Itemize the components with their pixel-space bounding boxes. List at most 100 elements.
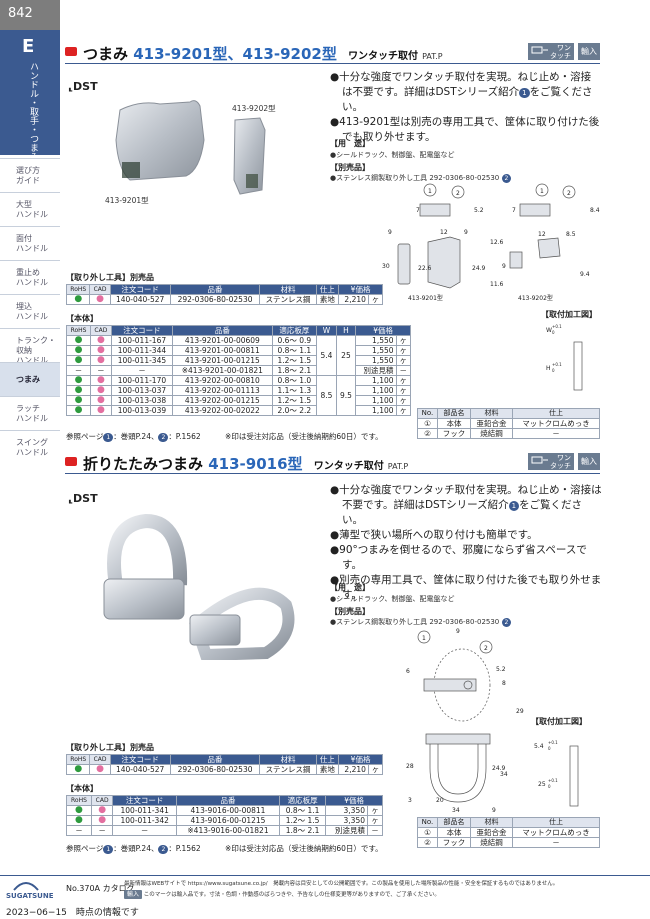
cell: 100-011-345 xyxy=(110,355,174,366)
cad-dot-icon[interactable]: ● xyxy=(90,375,112,386)
sidebar-item-1[interactable]: 大型 ハンドル xyxy=(0,192,60,226)
cad-dot-icon[interactable]: － xyxy=(90,825,114,836)
dim-label: 0 xyxy=(548,784,551,789)
rohs-dot-icon: ● xyxy=(65,385,92,396)
table-header: No. 部品名 材料 仕上 xyxy=(417,817,601,828)
cad-dot-icon[interactable]: ● xyxy=(90,385,112,396)
dim-label: 6 xyxy=(406,668,410,675)
cell: 413-9202-00-00810 xyxy=(172,375,273,386)
cell: ヶ xyxy=(395,395,412,406)
bullet-text: ●413-9201型は別売の専用工具で、筐体に取り付けた後でも取り外せます。 xyxy=(330,116,600,143)
dim-label: 29 xyxy=(516,708,524,715)
product2-pat: PAT.P xyxy=(387,462,409,471)
col-part-no: 品番 xyxy=(176,795,280,806)
cell: 413-9016-00-01215 xyxy=(176,815,280,826)
col-rohs: RoHS xyxy=(66,795,92,806)
dim-label: H xyxy=(546,365,551,372)
cell: 140-040-527 xyxy=(109,294,171,305)
cad-dot-icon[interactable]: ● xyxy=(89,764,111,775)
cad-dot-icon[interactable]: ● xyxy=(90,815,114,826)
sidebar-item-6[interactable]: つまみ xyxy=(0,362,60,396)
cell: ヶ xyxy=(367,805,383,816)
one-touch-badge-label: ワン タッチ xyxy=(550,44,571,60)
cell: ① xyxy=(417,418,438,429)
cad-dot-icon[interactable]: － xyxy=(90,365,112,376)
sidebar-item-5[interactable]: トランク・ 収納 ハンドル xyxy=(0,328,60,365)
cad-dot-icon[interactable]: ● xyxy=(90,335,112,346)
ref-pill[interactable]: 1 xyxy=(103,433,114,442)
ref-pill: 2 xyxy=(501,618,512,627)
cell: ヶ xyxy=(367,764,384,775)
product1-sep-text: ●ステンレス鋼製取り外し工具 292-0306-80-02530 2 xyxy=(330,173,512,183)
ref-pill[interactable]: 2 xyxy=(158,433,169,442)
sidebar-item-8[interactable]: スイング ハンドル xyxy=(0,430,60,464)
cad-dot-icon[interactable]: ● xyxy=(90,405,112,416)
ref-pill[interactable]: 2 xyxy=(158,845,169,854)
cad-dot-icon[interactable]: ● xyxy=(90,805,114,816)
cell: フック xyxy=(436,428,471,439)
dim-label: 9 xyxy=(456,628,460,635)
cell: － xyxy=(367,825,383,836)
cell: ヶ xyxy=(395,375,412,386)
dim-label: 5.4 xyxy=(534,743,544,750)
cad-dot-icon[interactable]: ● xyxy=(90,345,112,356)
cell: 1.1～ 1.3 xyxy=(271,385,318,396)
dim-label: 2 xyxy=(456,190,460,197)
caption-9201: 413-9201型 xyxy=(105,196,149,205)
dim-label: 24.9 xyxy=(492,765,506,772)
bullet-text: をご覧ください。 xyxy=(342,86,593,113)
cell: 0.8～ 1.1 xyxy=(278,805,327,816)
product2-cutout-drawing: 5.4 +0.1 0 25 +0.1 0 xyxy=(534,740,579,807)
product2-photo xyxy=(103,513,295,660)
cell: フック xyxy=(436,837,471,848)
footer-note2-text: このマークは輸入品です。寸法・色調・作動感のばらつきや、予告なしの仕様変更等があ… xyxy=(143,892,440,898)
cell-w: 5.4 xyxy=(316,335,337,376)
rohs-dot-icon: － xyxy=(65,365,92,376)
cell: 413-9202-00-01113 xyxy=(172,385,273,396)
sidebar-item-7[interactable]: ラッチ ハンドル xyxy=(0,396,60,430)
col-rohs: RoHS xyxy=(65,754,91,765)
cell: ① xyxy=(417,827,438,838)
rohs-dot-icon: ● xyxy=(65,375,92,386)
one-touch-icon xyxy=(531,456,548,464)
product2-body-label: 【本体】 xyxy=(66,784,98,793)
sep-text: ●ステンレス鋼製取り外し工具 292-0306-80-02530 xyxy=(330,618,500,626)
ref-pill[interactable]: 1 xyxy=(103,845,114,854)
sidebar-item-4[interactable]: 埋込 ハンドル xyxy=(0,294,60,328)
dim-label: 11.6 xyxy=(490,281,504,288)
dim-label: 5.2 xyxy=(496,666,506,673)
dim-label: 12.6 xyxy=(490,239,504,246)
cell: 292-0306-80-02530 xyxy=(169,294,261,305)
rohs-dot-icon: ● xyxy=(65,335,92,346)
sidebar-item-0[interactable]: 選び方 ガイド xyxy=(0,158,60,192)
footer-note2: 輸入 このマークは輸入品です。寸法・色調・作動感のばらつきや、予告なしの仕様変更… xyxy=(124,890,440,900)
ref-pill: 1 xyxy=(519,88,530,98)
product2-dst-label: DST xyxy=(73,492,98,505)
cell: マットクロムめっき xyxy=(511,827,601,838)
cell: 413-9201-00-00811 xyxy=(172,345,273,356)
cell: 413-9202-00-01215 xyxy=(172,395,273,406)
cell: 3,350 xyxy=(325,815,369,826)
sidebar-item-3[interactable]: 重止め ハンドル xyxy=(0,260,60,294)
col-price: ¥価格 xyxy=(338,284,383,295)
bullet-text: ●十分な強度でワンタッチ取付を実現。ねじ止め・溶接は不要です。詳細はDSTシリー… xyxy=(330,484,602,511)
cell: － xyxy=(511,837,601,848)
dim-label: 1 xyxy=(540,188,544,195)
footer-divider xyxy=(0,875,650,876)
cell: 焼結鋼 xyxy=(469,428,513,439)
sidebar-item-2[interactable]: 面付 ハンドル xyxy=(0,226,60,260)
product1-sep-heading: 【別売品】 xyxy=(330,163,370,172)
dim-label: 20 xyxy=(436,797,444,804)
cell: 100-011-167 xyxy=(110,335,174,346)
cell: 1.2～ 1.5 xyxy=(271,355,318,366)
cad-dot-icon[interactable]: ● xyxy=(90,395,112,406)
col-cad: CAD xyxy=(90,325,112,336)
cad-dot-icon[interactable]: ● xyxy=(89,294,111,305)
cad-dot-icon[interactable]: ● xyxy=(90,355,112,366)
bullet-text: ●90°つまみを倒せるので、邪魔にならず省スペースです。 xyxy=(330,544,587,571)
one-touch-icon xyxy=(531,46,548,54)
